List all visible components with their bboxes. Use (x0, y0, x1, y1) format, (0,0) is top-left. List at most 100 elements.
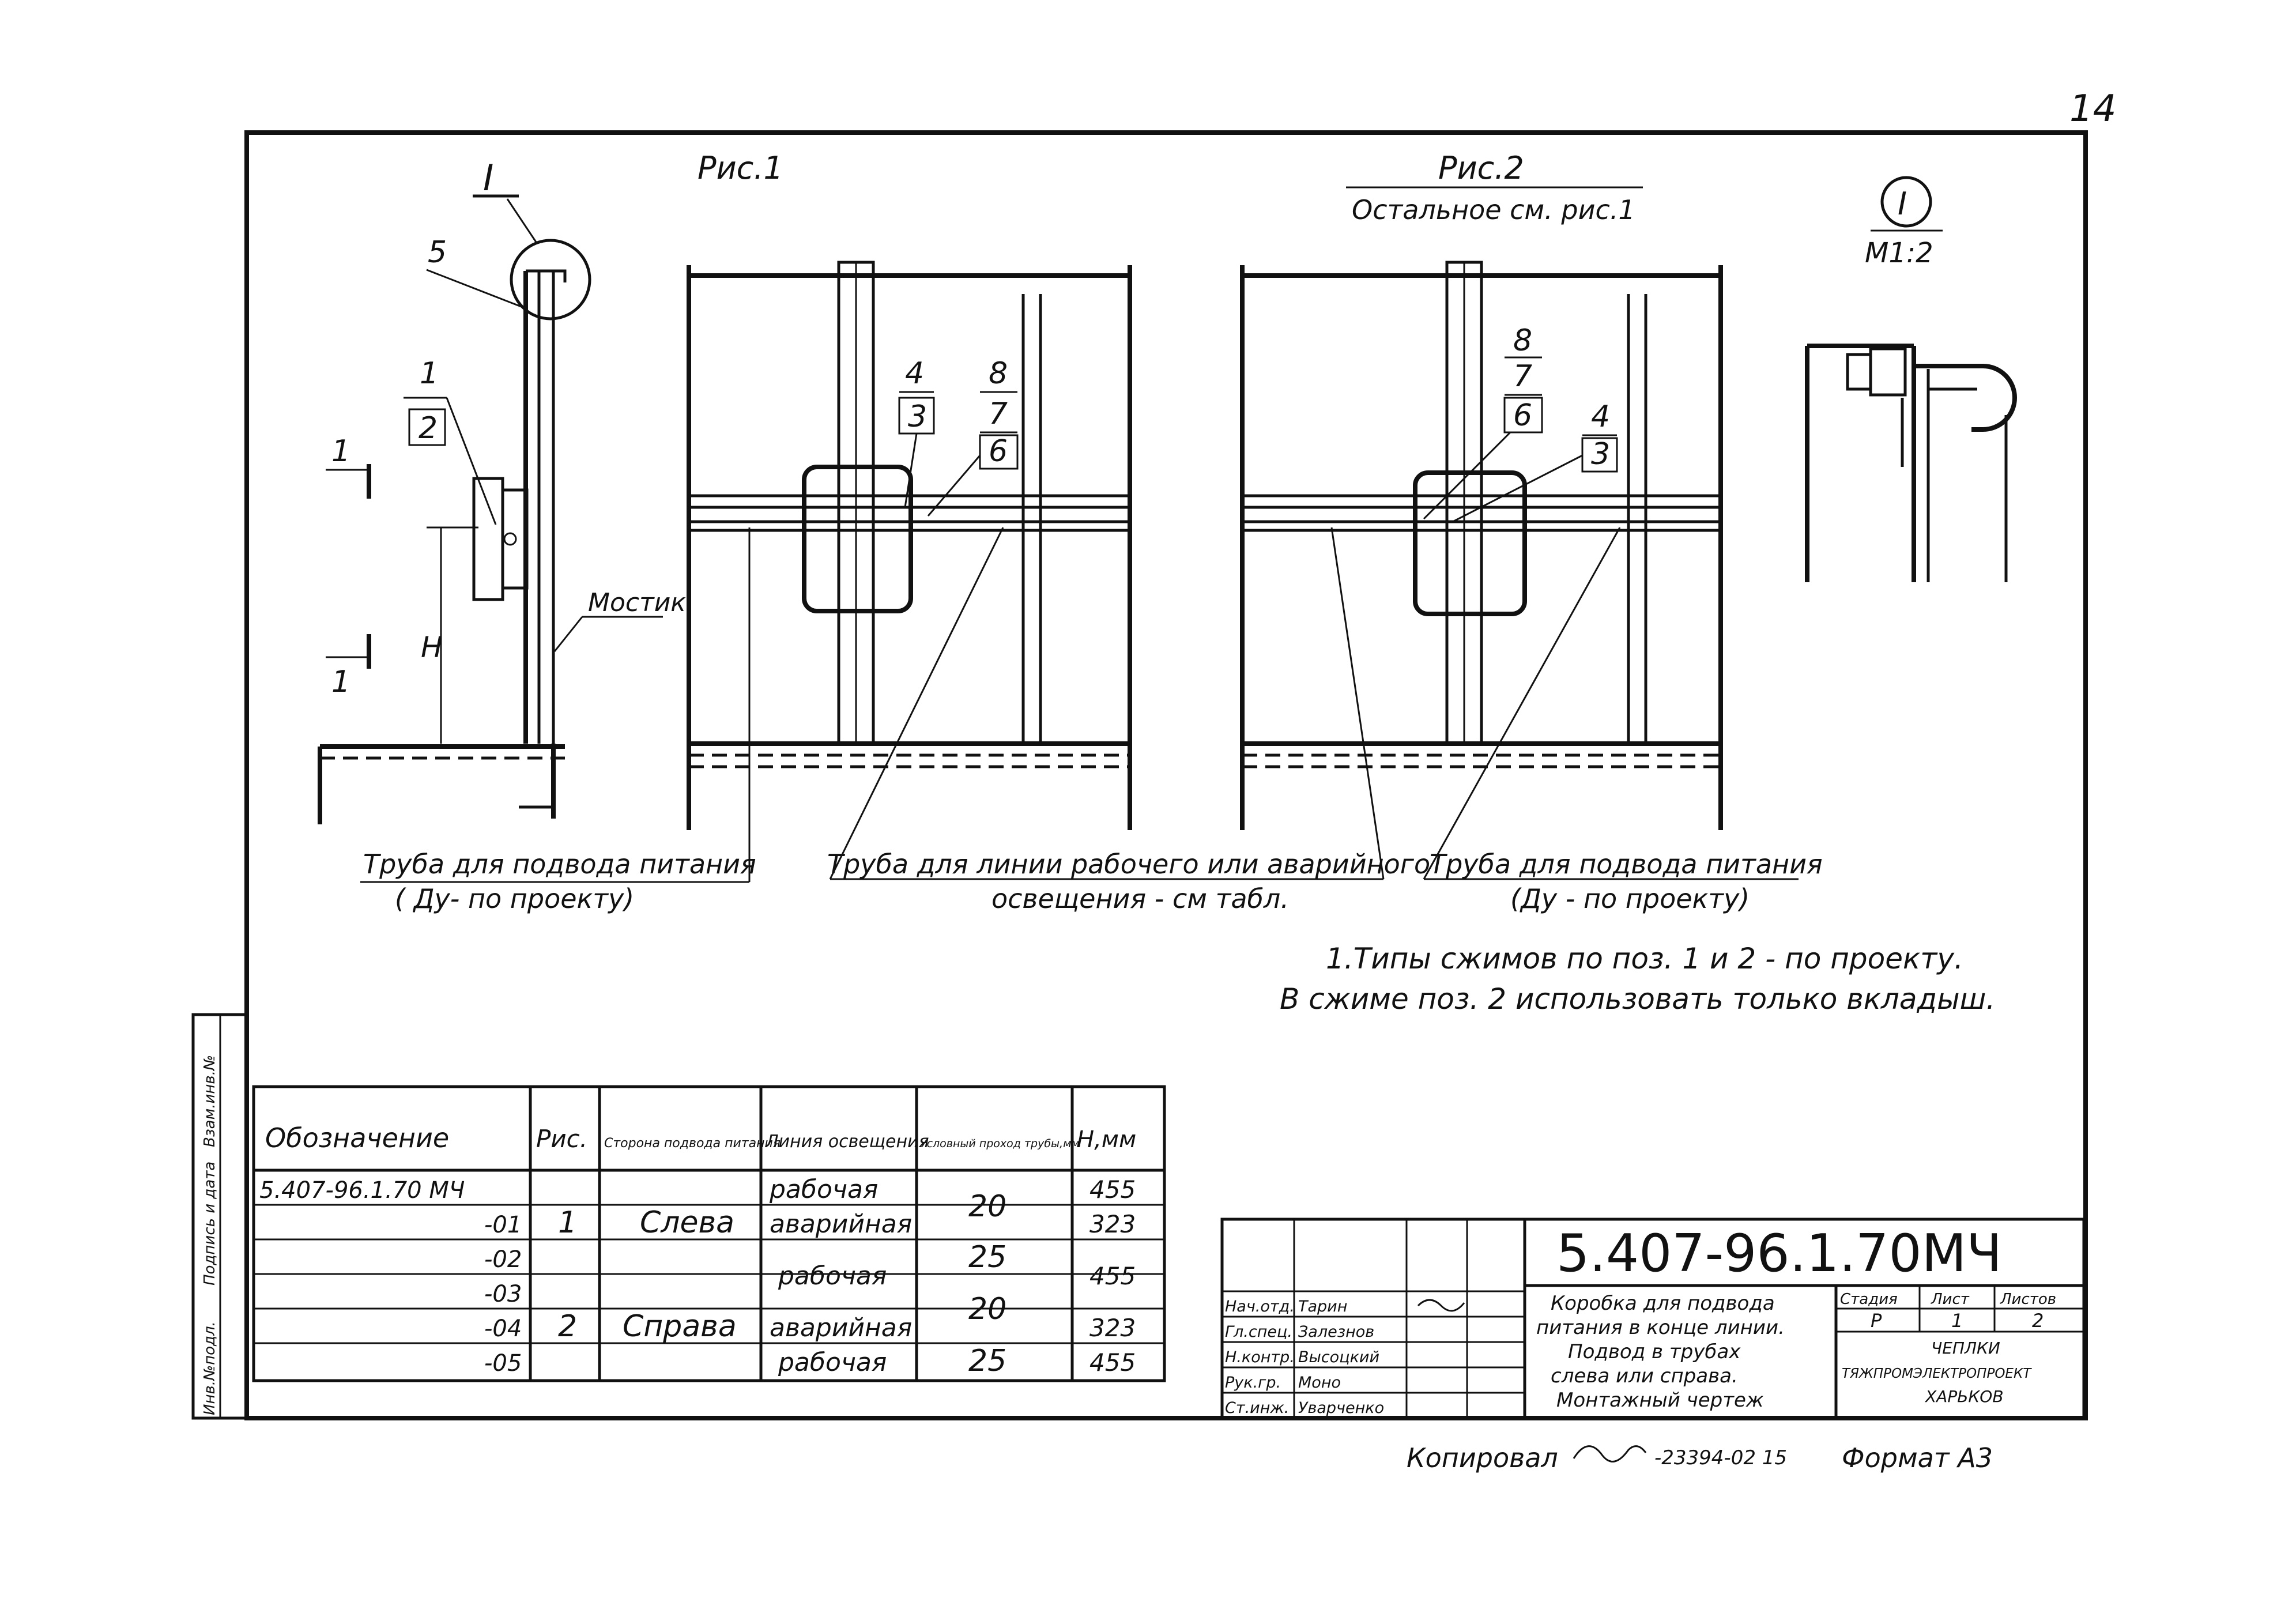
fig2-pos-3: 3 (1591, 437, 1610, 472)
org-line: ТЯЖПРОМЭЛЕКТРОПРОЕКТ (1842, 1366, 2032, 1381)
fig1-pos-8: 8 (989, 356, 1008, 391)
fig1-pos-2: 2 (419, 411, 438, 446)
table-header-fig: Рис. (536, 1125, 587, 1153)
sheets-header: Листов (2000, 1291, 2056, 1308)
stage-header: Стадия (1840, 1291, 1898, 1308)
table-cell: аварийная (770, 1209, 912, 1239)
fig1-cut-mark-top: 1 (331, 434, 350, 469)
table-header-designation: Обозначение (265, 1122, 449, 1154)
footer-order: -23394-02 15 (1654, 1446, 1787, 1469)
detail-mark: I (1898, 186, 1907, 222)
side-stamp-replace: Взам.инв.№ (201, 1055, 218, 1147)
pipe-line-note: освещения - см табл. (991, 883, 1289, 914)
table-cell: аварийная (770, 1313, 912, 1343)
title-line: Коробка для подвода (1551, 1292, 1775, 1315)
footer-copied: Копировал (1407, 1442, 1558, 1473)
signature-role: Гл.спец. (1225, 1323, 1292, 1341)
table-cell: -01 (484, 1212, 522, 1238)
signature-role: Нач.отд. (1225, 1298, 1295, 1316)
title-line: питания в конце линии. (1536, 1316, 1785, 1339)
fig2-title: Рис.2 (1438, 150, 1524, 186)
org-line: ХАРЬКОВ (1924, 1387, 2004, 1406)
copier-signature (1573, 1445, 1647, 1463)
table-cell: рабочая (778, 1348, 887, 1377)
org-line: ЧЕПЛКИ (1931, 1339, 2000, 1358)
fig1-pos-3: 3 (908, 399, 927, 434)
drawing-frame (244, 130, 2088, 1420)
table-cell: 2 (558, 1309, 577, 1344)
signature-name: Высоцкий (1298, 1348, 1379, 1366)
note-1: 1.Типы сжимов по поз. 1 и 2 - по проекту… (1326, 942, 1963, 975)
fig2-pos-4: 4 (1591, 399, 1610, 434)
table-cell: рабочая (769, 1175, 878, 1204)
table-header-side: Сторона подвода питания (604, 1136, 781, 1151)
sheets-value: 2 (2032, 1310, 2044, 1332)
table-cell: 20 (968, 1292, 1006, 1326)
fig1-pos-1: 1 (420, 356, 439, 391)
table-cell: Слева (640, 1205, 734, 1240)
side-stamp-inv: Инв.№подл. (201, 1321, 218, 1415)
sheet-value: 1 (1951, 1310, 1963, 1332)
pipe-feed-1-note: ( Ду- по проекту) (395, 883, 634, 914)
table-cell: 20 (968, 1189, 1006, 1224)
table-cell: -02 (484, 1246, 522, 1273)
fig2-pos-6: 6 (1513, 398, 1532, 433)
title-block: 5.407-96.1.70МЧ Коробка для подвода пита… (1220, 1218, 2086, 1420)
signature-name: Моно (1298, 1374, 1341, 1392)
table-cell: рабочая (778, 1261, 887, 1291)
fig2-pos-8: 8 (1513, 323, 1532, 358)
spec-table: Обозначение Рис. Сторона подвода питания… (252, 1085, 1166, 1382)
fig1-side-view: I H 1 1 5 1 2 Мостик (318, 157, 686, 824)
table-header-h: H,мм (1077, 1126, 1136, 1153)
page-number: 14 (2069, 88, 2116, 130)
table-cell: Справа (623, 1309, 737, 1344)
table-cell: -05 (484, 1350, 522, 1377)
sheet-header: Лист (1931, 1291, 1970, 1308)
detail-scale: М1:2 (1865, 237, 1933, 269)
fig2-pos-7: 7 (1513, 359, 1532, 394)
fig1-pos-4: 4 (905, 356, 924, 391)
signature-name: Уварченко (1298, 1399, 1384, 1417)
side-stamp-sign: Подпись и дата (201, 1162, 218, 1286)
document-code: 5.407-96.1.70МЧ (1556, 1223, 2002, 1284)
fig2-subtitle: Остальное см. рис.1 (1352, 194, 1635, 225)
title-line: Подвод в трубах (1568, 1340, 1741, 1363)
fig1-pos-7: 7 (989, 397, 1008, 431)
table-cell: 455 (1089, 1175, 1136, 1204)
signature-role: Н.контр. (1225, 1348, 1295, 1366)
fig1-h-label: H (421, 631, 443, 664)
signature-scribble (1417, 1299, 1465, 1312)
fig1-section-mark: I (483, 157, 493, 199)
table-cell: 5.407-96.1.70 МЧ (259, 1177, 465, 1204)
table-cell: -04 (484, 1316, 522, 1342)
signature-name: Тарин (1298, 1298, 1347, 1316)
table-cell: 323 (1089, 1314, 1136, 1342)
pipe-feed-2-note: (Ду - по проекту) (1510, 883, 1750, 914)
footer-format: Формат А3 (1842, 1442, 1993, 1473)
pipe-feed-2-label: Труба для подвода питания (1430, 849, 1823, 880)
stage-value: Р (1871, 1310, 1882, 1332)
detail-i-view: I М1:2 (1805, 176, 2017, 582)
fig2-front-view: 8 7 6 4 3 (1240, 261, 1799, 880)
fig1-front-view: 4 3 8 7 6 (687, 261, 1383, 882)
table-header-bore: Условный проход трубы,мм (920, 1137, 1080, 1150)
table-cell: 1 (558, 1205, 577, 1240)
fig1-cut-mark-bottom: 1 (331, 665, 350, 699)
side-stamp: Инв.№подл. Подпись и дата Взам.инв.№ (191, 1013, 248, 1420)
fig1-bridge-label: Мостик (588, 588, 686, 617)
signature-role: Ст.инж. (1225, 1399, 1289, 1417)
table-header-line: Линия освещения (765, 1132, 929, 1152)
title-line: Монтажный чертеж (1556, 1389, 1764, 1412)
table-cell: 25 (968, 1344, 1006, 1378)
table-cell: -03 (484, 1281, 522, 1307)
table-cell: 455 (1089, 1262, 1136, 1290)
fig1-title: Рис.1 (698, 150, 783, 186)
signature-name: Залезнов (1298, 1323, 1374, 1341)
pipe-feed-1-label: Труба для подвода питания (363, 849, 756, 880)
note-2: В сжиме поз. 2 использовать только вклад… (1280, 982, 1995, 1016)
title-line: слева или справа. (1551, 1365, 1738, 1388)
table-cell: 323 (1089, 1210, 1136, 1238)
table-cell: 455 (1089, 1348, 1136, 1377)
table-cell: 25 (968, 1240, 1006, 1275)
